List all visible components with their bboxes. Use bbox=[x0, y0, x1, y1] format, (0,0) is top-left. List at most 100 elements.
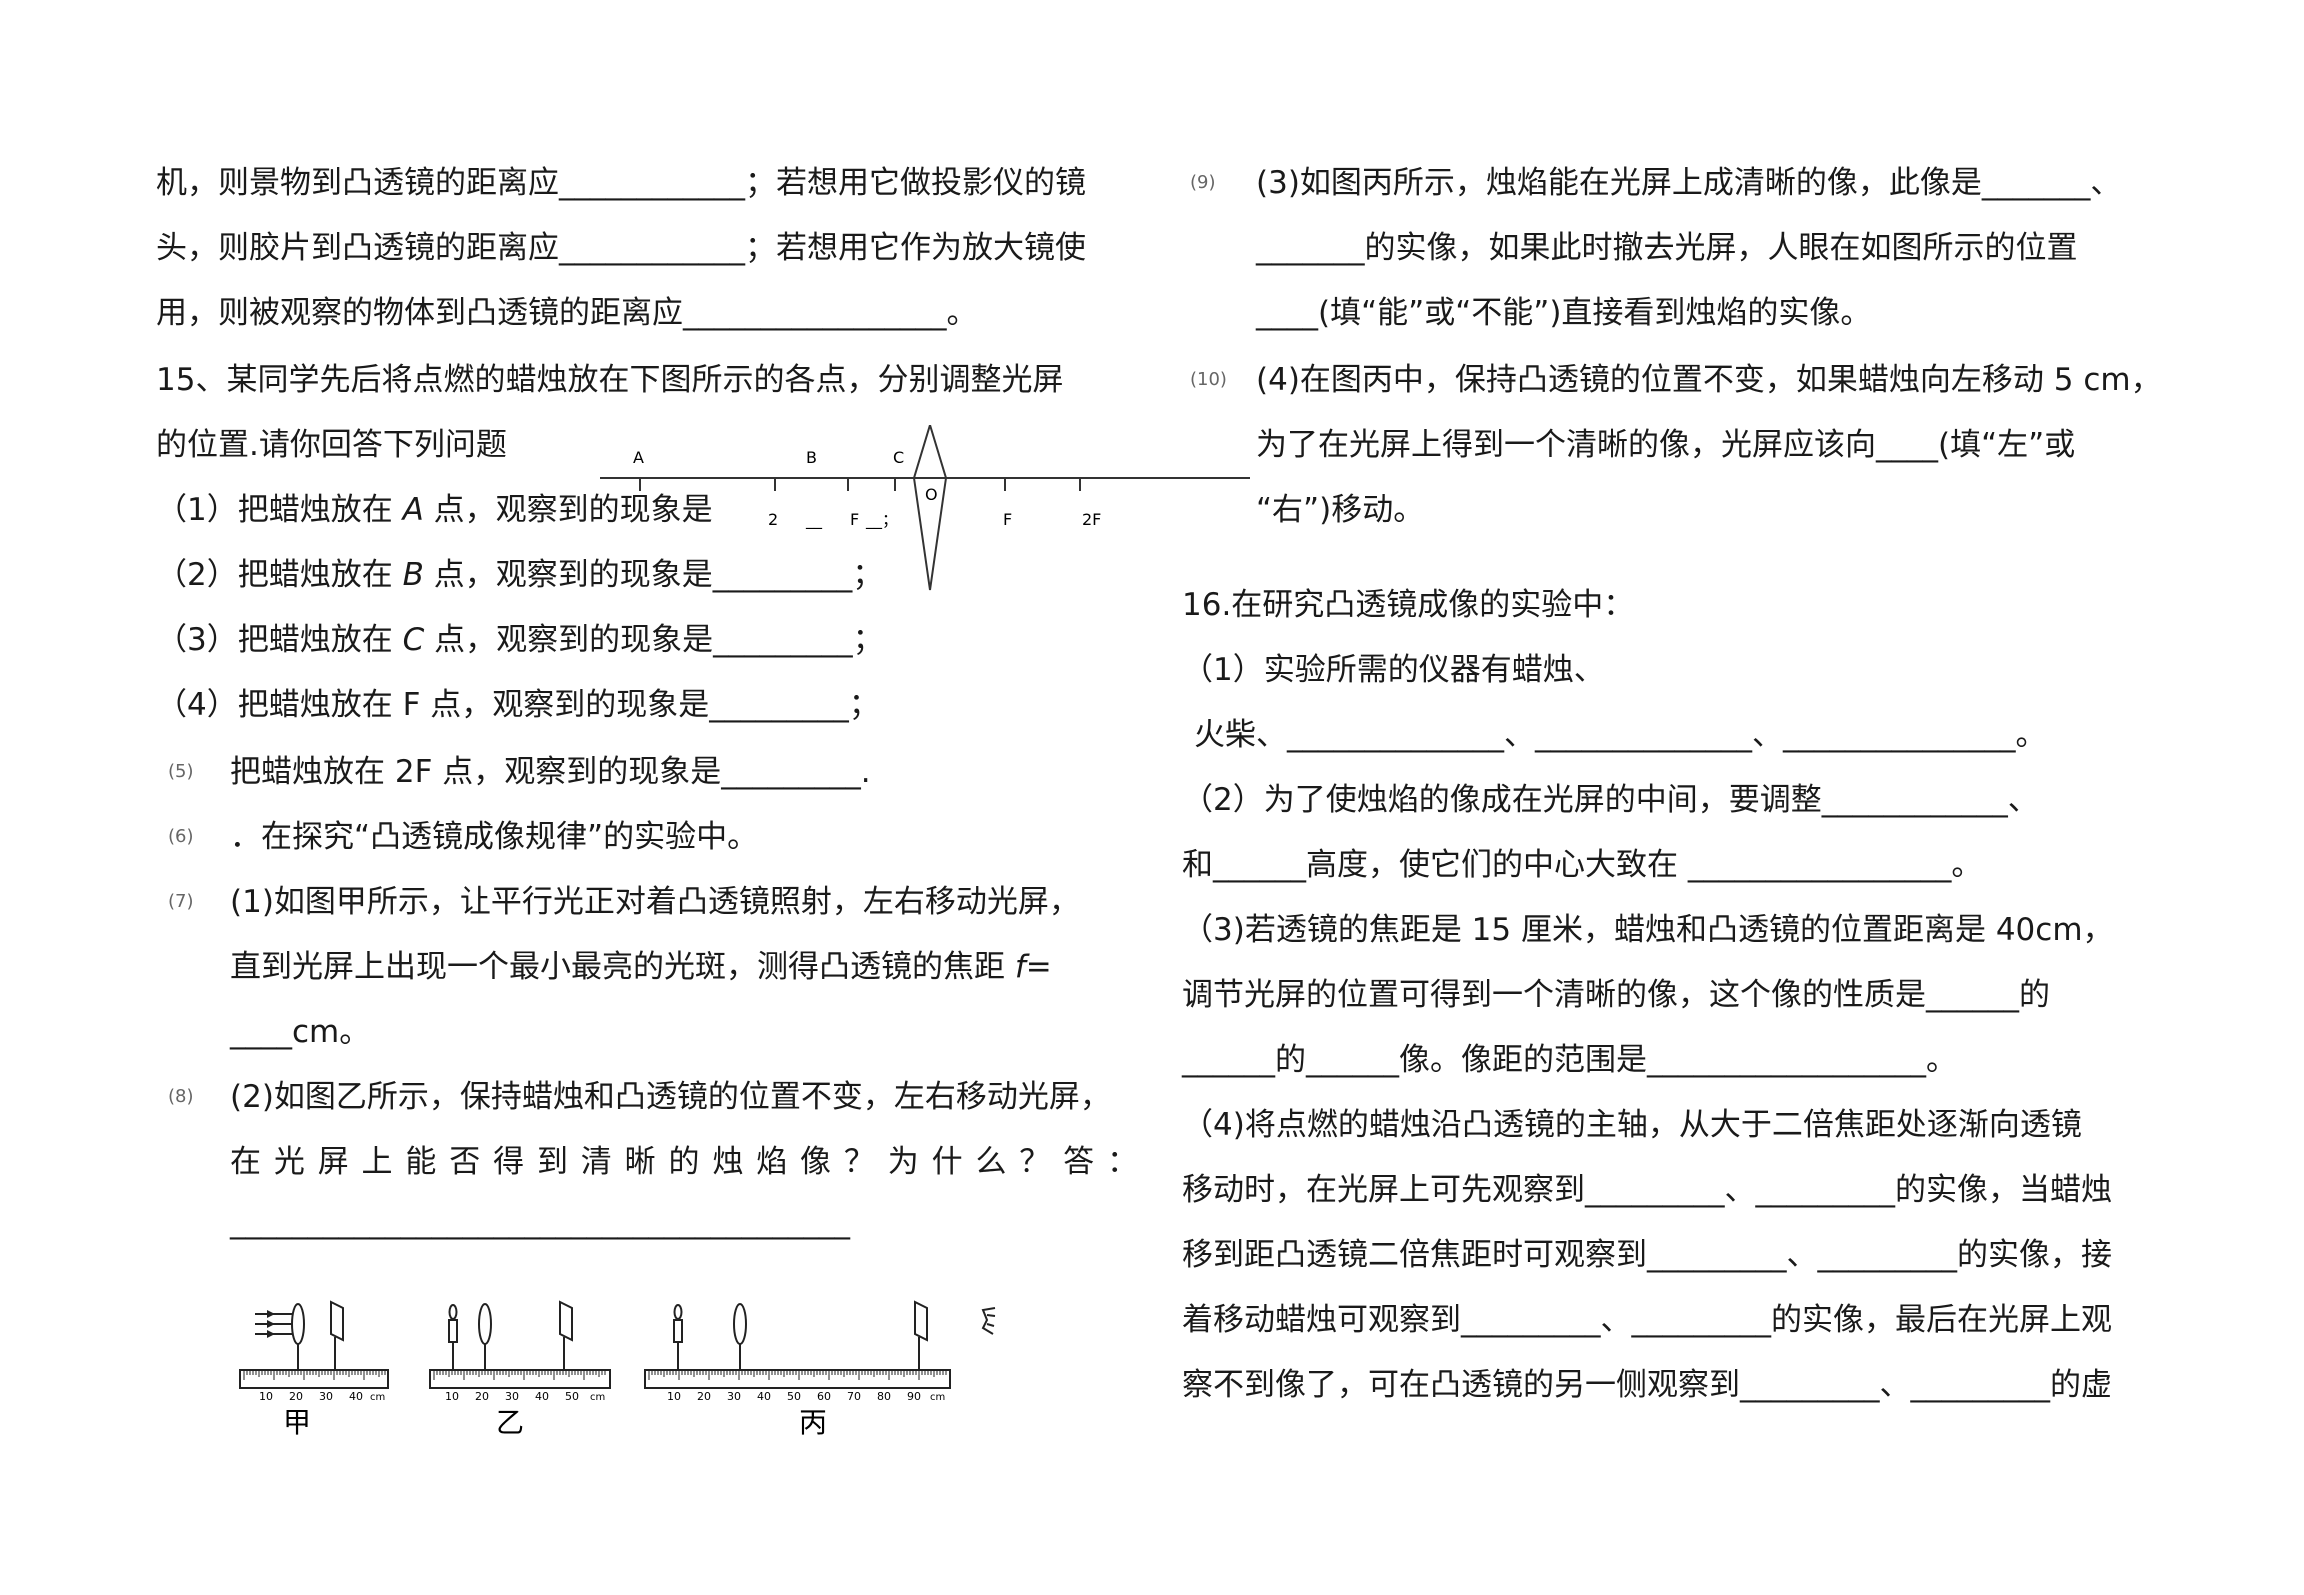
candle-icon bbox=[448, 1319, 458, 1343]
list-number: (10) bbox=[1190, 369, 1227, 390]
tick-label: 20 bbox=[289, 1390, 303, 1403]
text-line: 头，则胶片到凸透镜的距离应____________；若想用它作为放大镜使 bbox=[156, 230, 1086, 266]
tick-label: 40 bbox=[757, 1390, 771, 1403]
question-text: (4)在图丙中，保持凸透镜的位置不变，如果蜡烛向左移动 5 cm， bbox=[1256, 362, 2162, 398]
lens-icon bbox=[291, 1303, 305, 1345]
ruler bbox=[429, 1369, 611, 1389]
question-15-line: 的位置.请你回答下列问题 bbox=[156, 427, 507, 463]
tick-label: F bbox=[1003, 510, 1012, 529]
question-text: （2）为了使烛焰的像成在光屏的中间，要调整____________、 bbox=[1182, 782, 2039, 818]
tick-label: 10 bbox=[259, 1390, 273, 1403]
tick-label: cm bbox=[370, 1392, 385, 1403]
tick-label: 30 bbox=[505, 1390, 519, 1403]
convex-lens bbox=[912, 425, 948, 591]
question-text: ．在探究“凸透镜成像规律”的实验中。 bbox=[230, 819, 759, 855]
tick-label: 50 bbox=[787, 1390, 801, 1403]
figure-bing: 10 20 30 40 50 60 70 80 90 cm 丙 bbox=[644, 1300, 996, 1439]
point-label-a: A bbox=[633, 448, 644, 467]
figure-label-bing: 丙 bbox=[799, 1406, 827, 1439]
question-text: (2)如图乙所示，保持蜡烛和凸透镜的位置不变，左右移动光屏， bbox=[230, 1079, 1111, 1115]
list-number: (9) bbox=[1190, 172, 1216, 193]
tick-label: 10 bbox=[667, 1390, 681, 1403]
question-text: 火柴、______________、______________、_______… bbox=[1194, 717, 2047, 753]
arrow-icon bbox=[267, 1310, 275, 1318]
tick-label: 50 bbox=[565, 1390, 579, 1403]
tick-label: 20 bbox=[697, 1390, 711, 1403]
ruler-ticks bbox=[243, 1371, 386, 1380]
flame-icon bbox=[448, 1304, 458, 1320]
screen-icon bbox=[914, 1300, 928, 1342]
lens-icon bbox=[478, 1303, 492, 1345]
tick-label: 2F bbox=[1082, 510, 1101, 529]
tick-label: cm bbox=[930, 1392, 945, 1403]
q15-item-2: （2）把蜡烛放在 B 点，观察到的现象是_________； bbox=[156, 557, 884, 593]
screen-icon bbox=[330, 1300, 344, 1342]
question-text: 移到距凸透镜二倍焦距时可观察到_________、_________的实像，接 bbox=[1182, 1237, 2112, 1273]
tick-label: cm bbox=[590, 1392, 605, 1403]
question-text: (1)如图甲所示，让平行光正对着凸透镜照射，左右移动光屏， bbox=[230, 884, 1080, 920]
question-text: （1）实验所需的仪器有蜡烛、 bbox=[1182, 652, 1605, 688]
eye-icon bbox=[981, 1307, 996, 1335]
question-text: （3)若透镜的焦距是 15 厘米，蜡烛和凸透镜的位置距离是 40cm， bbox=[1182, 912, 2114, 948]
q15-item-1: （1）把蜡烛放在 A 点，观察到的现象是 bbox=[156, 492, 713, 528]
flame-icon bbox=[673, 1304, 683, 1320]
candle-icon bbox=[673, 1319, 683, 1343]
figure-yi: 10 20 30 40 50 cm 乙 bbox=[429, 1300, 611, 1439]
tick-label: 20 bbox=[475, 1390, 489, 1403]
question-text: 直到光屏上出现一个最小最亮的光斑，测得凸透镜的焦距 f= bbox=[230, 949, 1052, 985]
arrow-icon bbox=[267, 1330, 275, 1338]
tick-label: 90 bbox=[907, 1390, 921, 1403]
tick-label: 30 bbox=[727, 1390, 741, 1403]
question-text: 调节光屏的位置可得到一个清晰的像，这个像的性质是______的 bbox=[1182, 977, 2050, 1013]
point-label-c: C bbox=[893, 448, 904, 467]
answer-blank: ____cm。 bbox=[230, 1014, 371, 1050]
figure-jia: 10 20 30 40 cm 甲 bbox=[239, 1300, 389, 1439]
arrow-icon bbox=[267, 1320, 275, 1328]
question-text: _______的实像，如果此时撤去光屏，人眼在如图所示的位置 bbox=[1256, 230, 2078, 266]
tick-label: __ bbox=[805, 510, 823, 530]
question-15-line: 15、某同学先后将点燃的蜡烛放在下图所示的各点，分别调整光屏 bbox=[156, 362, 1064, 398]
screen-icon bbox=[559, 1300, 573, 1342]
question-text: ______的______像。像距的范围是__________________。 bbox=[1182, 1042, 1957, 1078]
ruler-ticks bbox=[433, 1371, 606, 1380]
tick-label: 60 bbox=[817, 1390, 831, 1403]
list-number: (7) bbox=[168, 891, 194, 912]
figure-label-yi: 乙 bbox=[496, 1406, 524, 1439]
q15-item-5: 把蜡烛放在 2F 点，观察到的现象是_________. bbox=[230, 754, 871, 790]
lens-axis-diagram: A B C O 2 __ F __； F 2F bbox=[600, 425, 1250, 591]
question-text: (3)如图丙所示，烛焰能在光屏上成清晰的像，此像是_______、 bbox=[1256, 165, 2122, 201]
answer-blank: ________________________________________ bbox=[230, 1204, 850, 1240]
question-text: （4)将点燃的蜡烛沿凸透镜的主轴，从大于二倍焦距处逐渐向透镜 bbox=[1182, 1107, 2082, 1143]
q15-item-3: （3）把蜡烛放在 C 点，观察到的现象是_________； bbox=[156, 622, 884, 658]
lens-icon bbox=[733, 1303, 747, 1345]
question-text: 察不到像了，可在凸透镜的另一侧观察到_________、_________的虚 bbox=[1182, 1367, 2112, 1403]
tick-label: 30 bbox=[319, 1390, 333, 1403]
tick-label: 40 bbox=[349, 1390, 363, 1403]
ruler-ticks bbox=[648, 1371, 947, 1380]
list-number: (5) bbox=[168, 761, 194, 782]
question-text: 着移动蜡烛可观察到_________、_________的实像，最后在光屏上观 bbox=[1182, 1302, 2112, 1338]
text-line: 机，则景物到凸透镜的距离应____________；若想用它做投影仪的镜 bbox=[156, 165, 1086, 201]
question-text: 移动时，在光屏上可先观察到_________、_________的实像，当蜡烛 bbox=[1182, 1172, 2112, 1208]
text-line: 用，则被观察的物体到凸透镜的距离应_________________。 bbox=[156, 295, 978, 331]
point-label-b: B bbox=[806, 448, 817, 467]
question-text: 在 光 屏 上 能 否 得 到 清 晰 的 烛 焰 像 ？ 为 什 么 ？ 答 … bbox=[230, 1144, 1138, 1180]
tick-label: 80 bbox=[877, 1390, 891, 1403]
question-text: ____(填“能”或“不能”)直接看到烛焰的实像。 bbox=[1256, 295, 1872, 331]
tick-label: __； bbox=[865, 510, 898, 530]
question-text: 和______高度，使它们的中心大致在 _________________。 bbox=[1182, 847, 1983, 883]
optical-bench-figures: 10 20 30 40 cm 甲 10 20 30 40 50 cm 乙 bbox=[239, 1300, 996, 1439]
tick-label: 70 bbox=[847, 1390, 861, 1403]
question-text: “右”)移动。 bbox=[1256, 492, 1425, 528]
figure-label-jia: 甲 bbox=[283, 1406, 311, 1439]
list-number: (8) bbox=[168, 1086, 194, 1107]
question-16-title: 16.在研究凸透镜成像的实验中： bbox=[1182, 587, 1635, 623]
tick-label: 10 bbox=[445, 1390, 459, 1403]
point-label-o: O bbox=[925, 485, 938, 504]
question-text: 为了在光屏上得到一个清晰的像，光屏应该向____(填“左”或 bbox=[1256, 427, 2076, 463]
list-number: (6) bbox=[168, 826, 194, 847]
tick-label: 40 bbox=[535, 1390, 549, 1403]
q15-item-4: （4）把蜡烛放在 F 点，观察到的现象是_________； bbox=[156, 687, 880, 723]
tick-label: 2 bbox=[768, 510, 778, 529]
tick-label: F bbox=[850, 510, 859, 529]
